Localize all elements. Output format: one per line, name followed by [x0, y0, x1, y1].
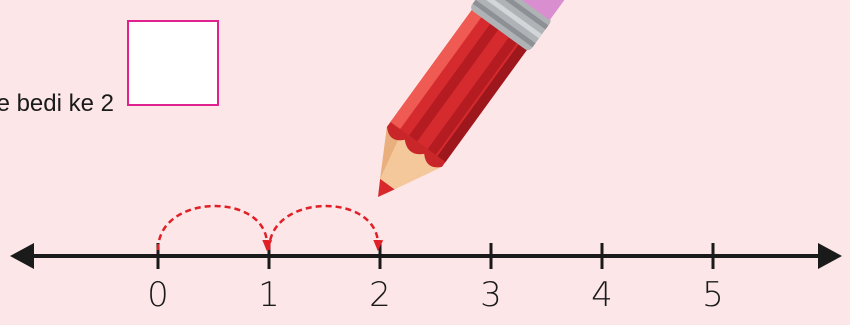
tick-labels: 0 1 2 3 4 5 — [147, 275, 724, 315]
left-arrowhead-icon — [10, 243, 34, 269]
tick-label-5: 5 — [702, 275, 724, 315]
tick-label-2: 2 — [369, 275, 391, 315]
jump-arrow-0 — [158, 206, 267, 250]
tick-label-0: 0 — [147, 275, 169, 315]
jump-arrow-1 — [269, 206, 378, 250]
tick-label-1: 1 — [258, 275, 280, 315]
tick-label-4: 4 — [591, 275, 613, 315]
jump-arrows — [158, 206, 378, 250]
tick-label-3: 3 — [480, 275, 502, 315]
right-arrowhead-icon — [818, 243, 842, 269]
